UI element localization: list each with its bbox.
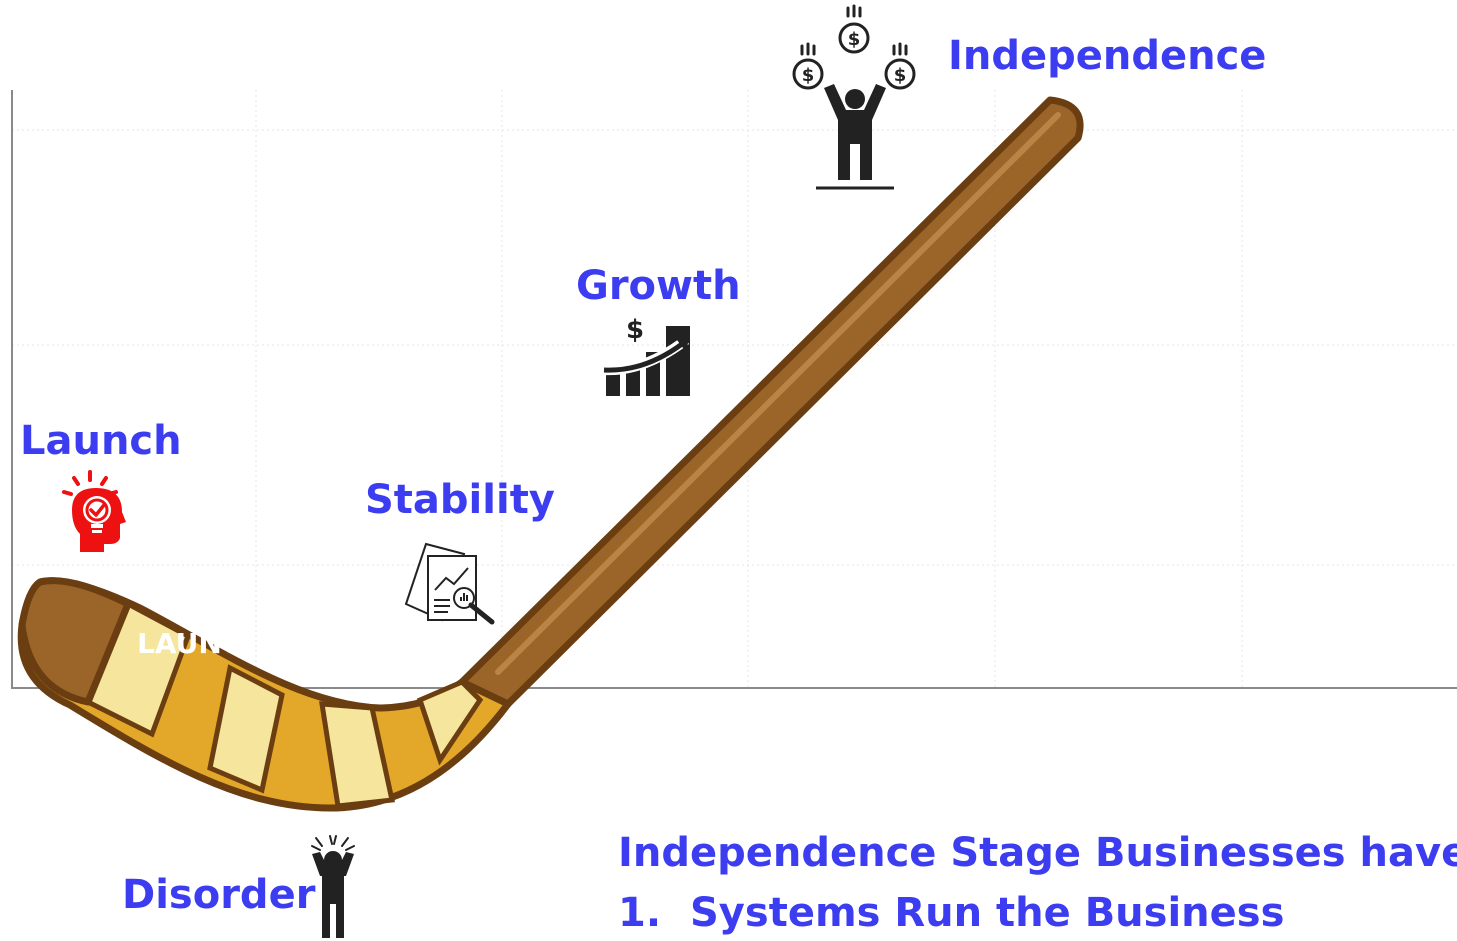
svg-text:$: $ [802,65,815,86]
hockey-stick-toe [18,577,132,706]
report-magnifier-icon [404,542,495,625]
shaft-highlight [495,112,1061,675]
svg-text:$: $ [626,315,644,345]
summary-item: 1. Systems Run the Business [618,893,1284,933]
summary-list: 1. Systems Run the Business [618,893,1284,933]
stage-label-stability: Stability [365,477,555,523]
lightbulb-head-icon [62,470,126,552]
revenue-growth-chart-icon: $ [603,315,690,396]
blade-band-label: LAUNCH [137,627,266,660]
stage-label-launch: Launch [20,418,182,464]
summary-item-text: Systems Run the Business [690,890,1285,936]
summary-item-number: 1. [618,890,662,936]
grid [12,90,1457,688]
stressed-person-icon [311,835,355,938]
svg-text:$: $ [894,65,907,86]
summary-heading: Independence Stage Businesses have [618,830,1457,876]
stage-label-disorder: Disorder [122,872,316,918]
stage-label-growth: Growth [576,263,741,309]
person-raining-money-icon: $ $ $ [792,4,916,190]
hockey-stick: LAUNCH [17,96,1084,812]
svg-text:$: $ [848,29,861,50]
stage-label-independence: Independence [948,33,1267,79]
